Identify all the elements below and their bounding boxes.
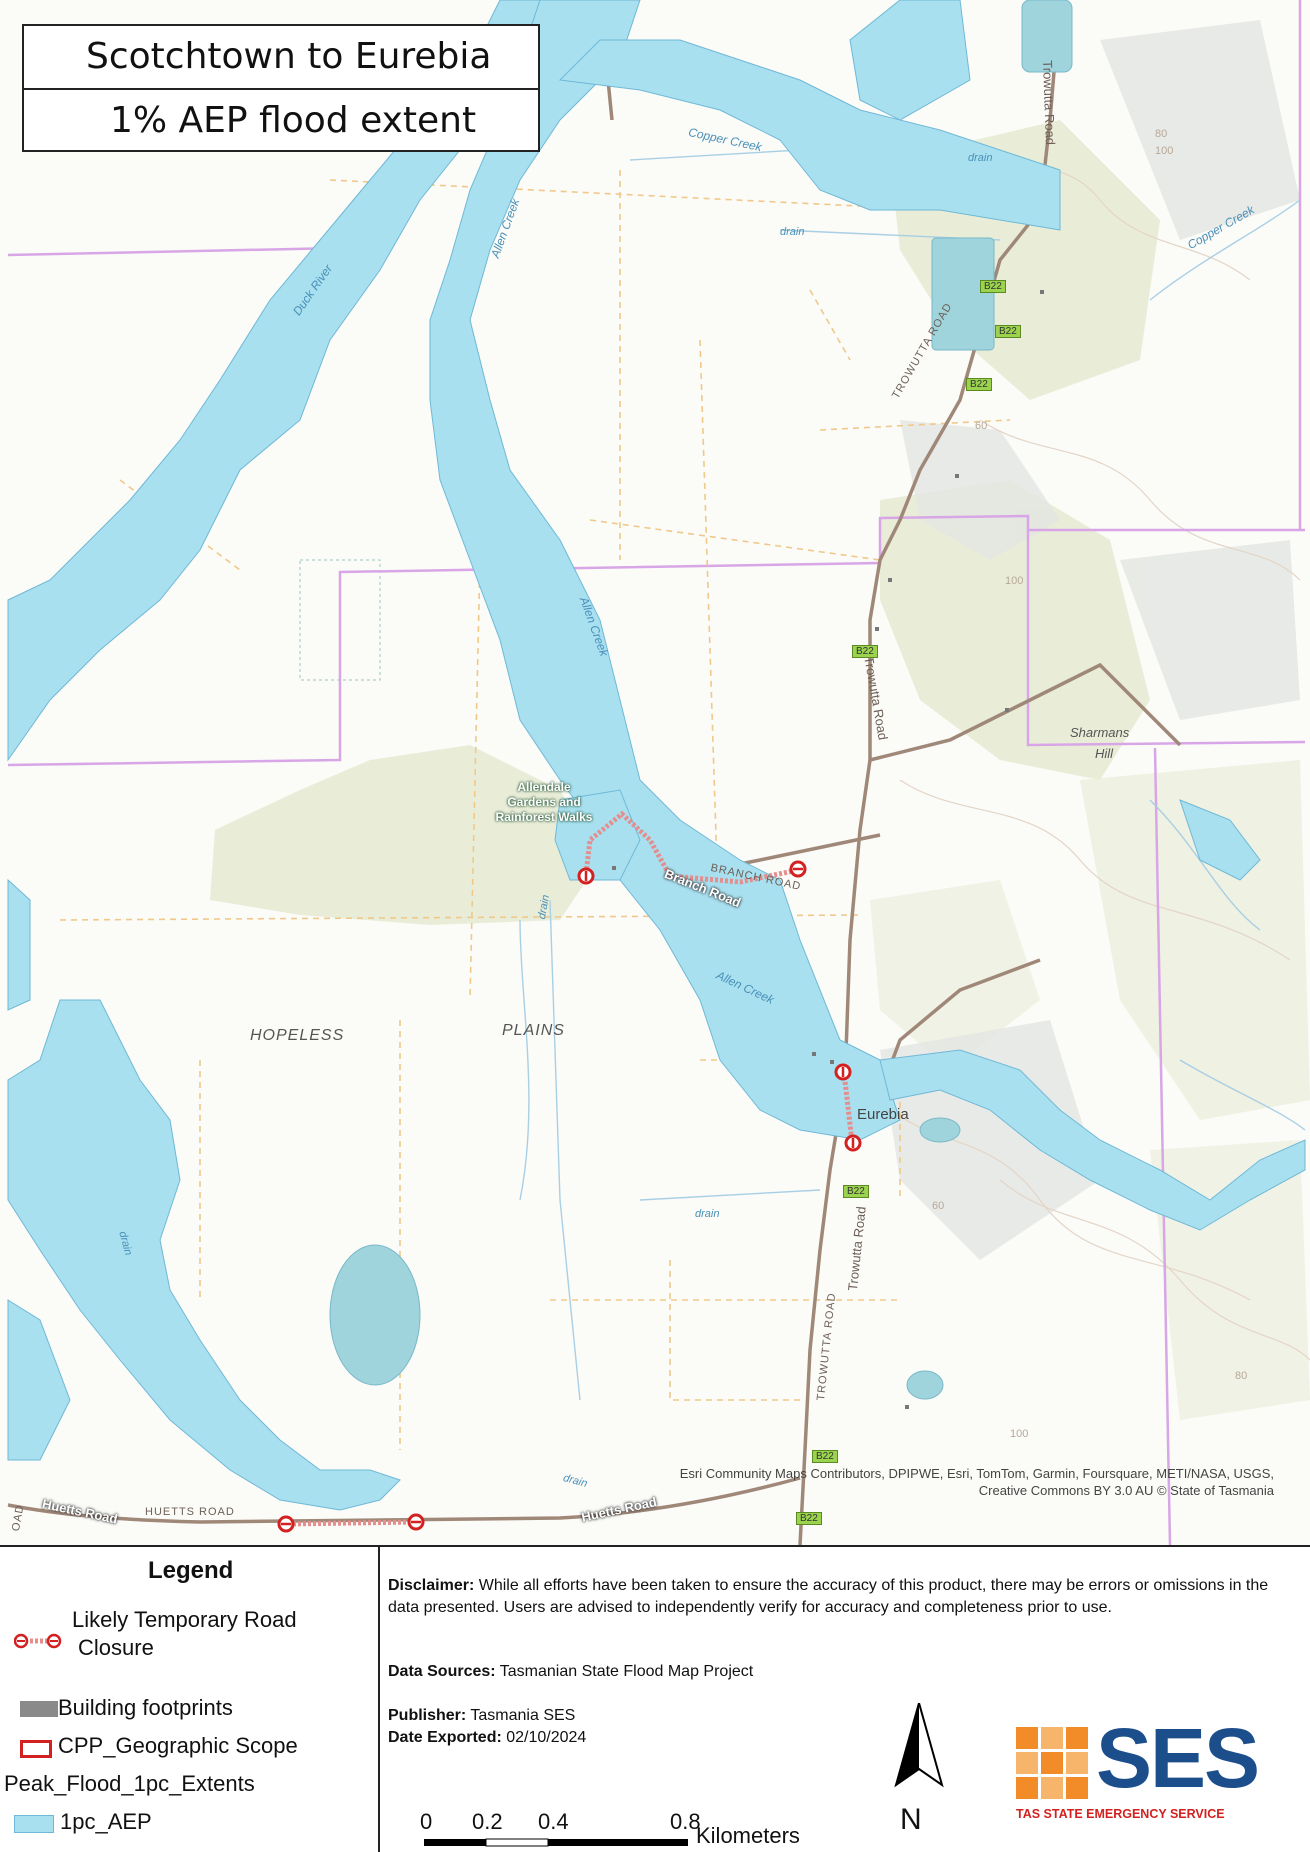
place-label-eurebia: Eurebia	[857, 1106, 909, 1123]
legend-group-label: Peak_Flood_1pc_Extents	[4, 1771, 255, 1796]
streams	[519, 149, 1306, 1401]
hillshade	[880, 20, 1300, 1260]
scale-tick-0: 0	[420, 1809, 433, 1834]
place-label-plains: PLAINS	[502, 1022, 565, 1039]
legend-buildings-label: Building footprints	[58, 1695, 233, 1720]
building-swatch-icon	[20, 1701, 58, 1717]
date-exported: Date Exported: 02/10/2024	[388, 1727, 586, 1749]
ses-wordmark: SES	[1096, 1711, 1260, 1805]
contour-label: 60	[932, 1200, 945, 1212]
info-panel: Disclaimer: While all efforts have been …	[388, 1547, 1306, 1852]
vegetation-areas	[210, 120, 1310, 1420]
place-label-sharmans: Sharmans	[1070, 725, 1130, 740]
map-attribution: Esri Community Maps Contributors, DPIPWE…	[680, 1465, 1274, 1499]
road-closure-symbol-icon	[14, 1633, 62, 1649]
map-canvas[interactable]: Scotchtown to Eurebia 1% AEP flood exten…	[0, 0, 1310, 1545]
scale-tick-2: 0.4	[538, 1809, 569, 1834]
legend-item-buildings: Building footprints	[14, 1695, 374, 1725]
data-sources-text: Tasmanian State Flood Map Project	[495, 1663, 754, 1680]
date-exported-text: 02/10/2024	[501, 1729, 587, 1746]
data-sources: Data Sources: Tasmanian State Flood Map …	[388, 1661, 753, 1683]
map-graphics	[7, 0, 1310, 1545]
date-exported-label: Date Exported:	[388, 1729, 502, 1746]
legend-item-scope: CPP_Geographic Scope	[14, 1733, 374, 1763]
map-title-box: Scotchtown to Eurebia 1% AEP flood exten…	[22, 24, 540, 152]
legend-group-title: Peak_Flood_1pc_Extents	[0, 1771, 370, 1801]
flood-swatch-icon	[14, 1815, 54, 1833]
disclaimer-text: While all efforts have been taken to ens…	[388, 1577, 1269, 1616]
legend-item-aep: 1pc_AEP	[14, 1809, 374, 1839]
scale-tick-1: 0.2	[472, 1809, 503, 1834]
legend-aep-label: 1pc_AEP	[60, 1809, 152, 1834]
water-label-drain: drain	[695, 1208, 720, 1220]
route-shield-b22: B22	[796, 1512, 822, 1525]
flood-extent	[7, 0, 1306, 1511]
contour-label: 60	[975, 420, 988, 432]
water-bodies	[329, 0, 1073, 1400]
contour-label: 100	[1005, 575, 1024, 587]
scale-tick-3: 0.8	[670, 1809, 701, 1834]
water-label-drain: drain	[780, 226, 805, 238]
scale-bar	[424, 1838, 688, 1847]
map-footer: Legend Likely Temporary Road Closure Bui…	[0, 1545, 1310, 1852]
route-shield-b22: B22	[843, 1185, 869, 1198]
route-shield-b22: B22	[852, 645, 878, 658]
legend-scope-label: CPP_Geographic Scope	[58, 1733, 298, 1758]
legend-panel: Legend Likely Temporary Road Closure Bui…	[0, 1547, 380, 1852]
road-closures	[277, 810, 862, 1533]
legend-closure-line-2: Closure	[78, 1635, 154, 1660]
legend-item-road-closure: Likely Temporary Road Closure	[14, 1607, 374, 1677]
contour-label: 100	[1010, 1428, 1029, 1440]
attribution-line-1: Esri Community Maps Contributors, DPIPWE…	[679, 1466, 1274, 1481]
north-label: N	[900, 1803, 922, 1836]
map-title: Scotchtown to Eurebia	[24, 26, 538, 90]
ses-tagline: TAS STATE EMERGENCY SERVICE	[1016, 1807, 1225, 1821]
disclaimer-label: Disclaimer:	[388, 1577, 475, 1594]
route-shield-b22: B22	[966, 378, 992, 391]
contour-label: 80	[1155, 128, 1168, 140]
route-shield-b22: B22	[980, 280, 1006, 293]
route-shield-b22: B22	[812, 1450, 838, 1463]
legend-closure-line-1: Likely Temporary Road	[72, 1607, 297, 1632]
place-label-hopeless: HOPELESS	[250, 1027, 345, 1044]
water-label-drain: drain	[968, 152, 993, 164]
scope-boundaries	[7, 0, 1306, 1545]
road-label-trowutta-north: Trowutta Road	[1040, 60, 1058, 146]
contour-label: 80	[1235, 1370, 1248, 1382]
road-label-huetts-caps: HUETTS ROAD	[145, 1506, 235, 1518]
building-footprints	[612, 290, 1044, 1409]
publisher: Publisher: Tasmania SES	[388, 1705, 575, 1727]
publisher-text: Tasmania SES	[466, 1707, 576, 1724]
map-subtitle: 1% AEP flood extent	[110, 100, 477, 141]
data-sources-label: Data Sources:	[388, 1663, 496, 1680]
scale-unit: Kilometers	[696, 1823, 800, 1848]
ses-logo: SES TAS STATE EMERGENCY SERVICE	[1016, 1713, 1278, 1827]
place-label-hill: Hill	[1095, 746, 1114, 761]
place-label-allendale: Allendale Gardens and Rainforest Walks	[495, 780, 593, 824]
disclaimer: Disclaimer: While all efforts have been …	[388, 1575, 1300, 1619]
north-arrow-icon	[894, 1703, 944, 1788]
ses-cross-logo-icon	[1016, 1727, 1088, 1799]
route-shield-b22: B22	[995, 325, 1021, 338]
publisher-label: Publisher:	[388, 1707, 467, 1724]
legend-title: Legend	[148, 1557, 234, 1584]
scope-swatch-icon	[20, 1740, 52, 1758]
contour-label: 100	[1155, 145, 1174, 157]
attribution-line-2: Creative Commons BY 3.0 AU © State of Ta…	[978, 1483, 1274, 1498]
